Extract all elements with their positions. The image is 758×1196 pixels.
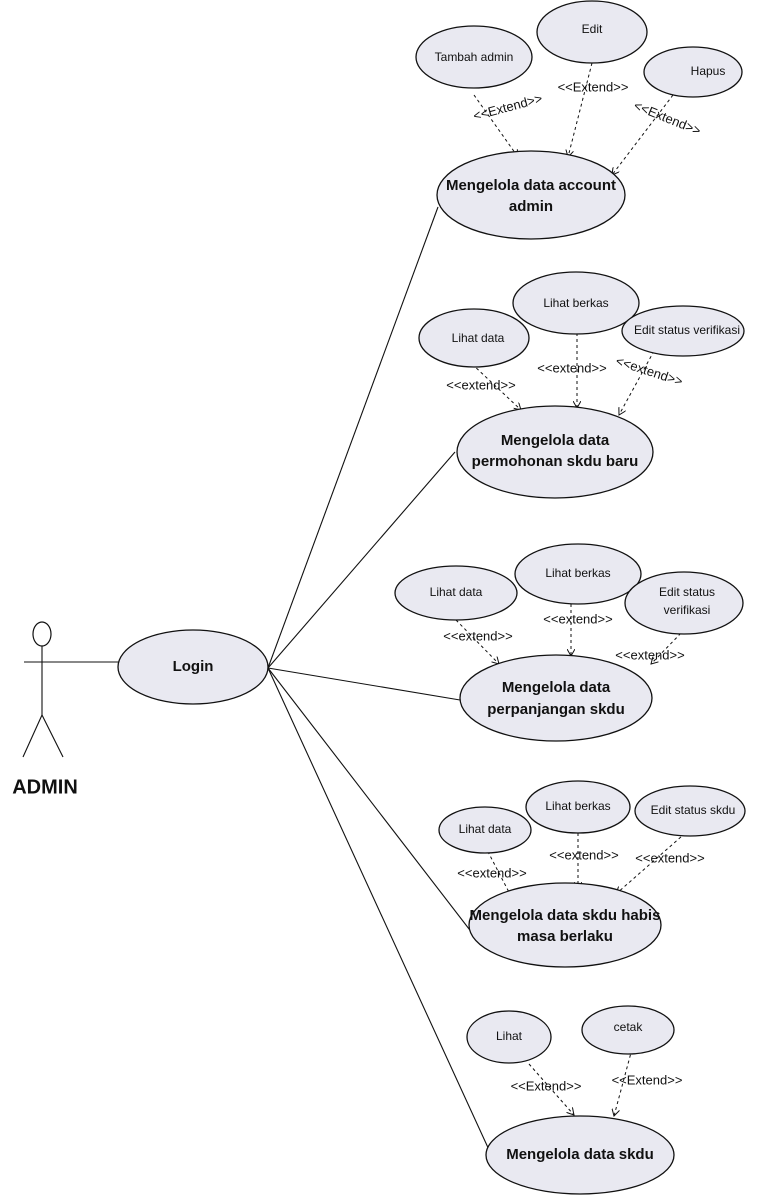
usecase-lihat-berkas[interactable]: Lihat berkas (512, 271, 640, 335)
extend-arrow (616, 828, 691, 894)
association-data-skdu (267, 667, 491, 1153)
admin-actor: ADMIN (12, 621, 78, 798)
usecase-mengelola-permohonan[interactable]: Mengelola data permohonan skdu baru (456, 405, 654, 499)
usecase-mengelola-habis-masa[interactable]: Mengelola data skdu habis masa berlaku (468, 882, 662, 968)
association-perpanjangan (267, 667, 461, 701)
extend-arrow (568, 62, 593, 157)
extend-label: <<extend>> (549, 847, 618, 862)
usecase-lihat-data[interactable]: Lihat data (438, 806, 532, 854)
usecase-label: Lihat data (459, 822, 512, 836)
usecase-label-line1: Mengelola data account (446, 177, 616, 194)
usecase-label: Edit status verifikasi (634, 323, 740, 337)
association-permohonan (267, 451, 456, 669)
usecase-label: Lihat data (452, 331, 505, 345)
usecase-label: Mengelola data skdu (506, 1146, 654, 1163)
usecase-label-line1: Mengelola data (502, 679, 611, 696)
usecase-label-line2: verifikasi (664, 603, 711, 617)
extend-label: <<Extend>> (558, 79, 629, 94)
usecase-label: Lihat berkas (545, 566, 610, 580)
extend-label: <<extend>> (615, 647, 684, 662)
usecase-edit-status-skdu[interactable]: Edit status skdu (634, 785, 746, 837)
usecase-label-line2: perpanjangan skdu (487, 701, 625, 718)
usecase-label: Edit (582, 22, 603, 36)
usecase-edit-status-verifikasi[interactable]: Edit status verifikasi (624, 571, 744, 635)
usecase-edit[interactable]: Edit (536, 0, 648, 64)
usecase-label-line2: admin (509, 198, 553, 215)
extend-arrow (455, 619, 499, 664)
actor-leg-right (41, 714, 64, 758)
extend-arrow (473, 94, 518, 157)
extend-label: <<extend>> (635, 850, 704, 865)
usecase-label: Lihat berkas (543, 296, 608, 310)
usecase-lihat-data[interactable]: Lihat data (394, 565, 518, 621)
actor-leg-left (22, 714, 43, 758)
extend-label: <<extend>> (446, 377, 515, 392)
extend-label: <<extend>> (443, 628, 512, 643)
extend-links-habis-masa (484, 828, 691, 898)
usecase-tambah-admin[interactable]: Tambah admin (415, 25, 533, 89)
usecase-mengelola-data-skdu[interactable]: Mengelola data skdu (485, 1115, 675, 1195)
usecase-label: Lihat data (430, 585, 483, 599)
login-usecase[interactable]: Login (117, 629, 269, 705)
extend-links-data-skdu (528, 1048, 633, 1116)
usecase-hapus[interactable]: Hapus (643, 46, 743, 98)
usecase-label: Tambah admin (435, 50, 514, 64)
usecase-label-line1: Mengelola data skdu habis (470, 907, 661, 924)
usecase-lihat-data[interactable]: Lihat data (418, 308, 530, 368)
usecase-label-line2: permohonan skdu baru (472, 453, 639, 470)
extend-arrow (528, 1063, 574, 1115)
usecase-label: Lihat berkas (545, 799, 610, 813)
extend-label: <<Extend>> (632, 98, 703, 138)
extend-links-permohonan (471, 333, 655, 415)
extend-arrow (619, 350, 655, 415)
extend-label: <<Extend>> (511, 1078, 582, 1093)
usecase-label: Edit status skdu (651, 803, 736, 817)
extend-label: <<extend>> (543, 611, 612, 626)
extend-arrow (484, 845, 512, 898)
usecase-lihat[interactable]: Lihat (466, 1010, 552, 1064)
extend-label: <<extend>> (457, 865, 526, 880)
association-account-admin (267, 206, 439, 669)
actor-label: ADMIN (12, 776, 78, 798)
extend-links-account-admin (473, 62, 674, 175)
extend-label: <<Extend>> (612, 1072, 683, 1087)
extend-links-perpanjangan (455, 604, 686, 664)
usecase-edit-status-verifikasi[interactable]: Edit status verifikasi (621, 305, 745, 357)
usecase-lihat-berkas[interactable]: Lihat berkas (514, 543, 642, 605)
extend-arrow (651, 628, 686, 664)
extend-label: <<extend>> (537, 360, 606, 375)
usecase-label-line1: Edit status (659, 585, 715, 599)
extend-arrow (612, 94, 674, 175)
usecase-label: Hapus (691, 64, 726, 78)
usecase-lihat-berkas[interactable]: Lihat berkas (525, 780, 631, 834)
extend-label: <<Extend>> (472, 91, 544, 124)
usecase-cetak[interactable]: cetak (581, 1005, 675, 1055)
usecase-label: cetak (614, 1020, 644, 1034)
actor-head (32, 621, 52, 647)
extend-label: <<extend>> (614, 353, 685, 389)
usecase-mengelola-account-admin[interactable]: Mengelola data account admin (436, 150, 626, 240)
usecase-label-line1: Mengelola data (501, 432, 610, 449)
usecase-label: Lihat (496, 1029, 523, 1043)
usecase-label-line2: masa berlaku (517, 928, 613, 945)
association-habis-masa (267, 667, 477, 939)
extend-arrow (471, 363, 521, 410)
usecase-mengelola-perpanjangan[interactable]: Mengelola data perpanjangan skdu (459, 654, 653, 742)
login-label: Login (173, 658, 214, 675)
